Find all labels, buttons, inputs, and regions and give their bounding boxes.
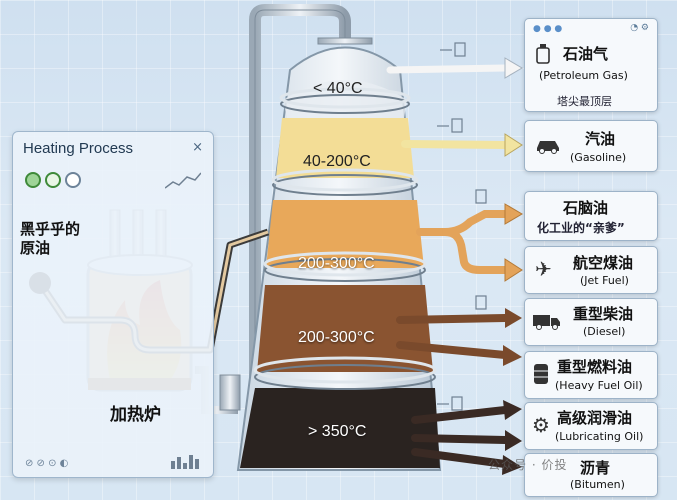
product-name-en: (Lubricating Oil) xyxy=(555,430,644,443)
refresh-icon[interactable] xyxy=(65,172,81,188)
crude-oil-label: 黑乎乎的原油 xyxy=(20,220,81,257)
product-name-zh: 重型柴油 xyxy=(573,305,634,323)
product-note: 化工业的“亲爹” xyxy=(537,221,625,235)
car-icon xyxy=(537,141,559,154)
product-name-en: (Bitumen) xyxy=(570,478,625,491)
product-name-zh: 石油气 xyxy=(563,45,609,63)
temp-label-naphtha: 200-300°C xyxy=(298,255,375,272)
product-card-heavy-fuel-oil[interactable]: 重型燃料油 (Heavy Fuel Oil) xyxy=(524,351,658,399)
product-name-zh: 航空煤油 xyxy=(573,254,634,272)
airplane-icon: ✈ xyxy=(535,257,552,281)
product-name-en: (Diesel) xyxy=(583,325,626,338)
product-card-jet-fuel[interactable]: ✈ 航空煤油 (Jet Fuel) xyxy=(524,246,658,294)
close-icon[interactable]: × xyxy=(192,140,203,155)
fuel-drum-icon xyxy=(534,364,548,384)
product-card-naphtha[interactable]: 石脑油 化工业的“亲爹” xyxy=(524,191,658,241)
gear-icon: ⚙ xyxy=(532,413,550,437)
product-name-zh: 石脑油 xyxy=(563,199,609,217)
temp-label-bitumen: > 350°C xyxy=(308,423,367,440)
furnace-label: 加热炉 xyxy=(110,405,161,425)
watermark: 公众号 · 价投 xyxy=(488,458,568,472)
panel-footer-controls: ⊘ ⊘ ⊙ ◐ xyxy=(25,458,69,469)
product-name-en: (Jet Fuel) xyxy=(580,274,629,287)
gas-canister-icon xyxy=(536,44,550,64)
product-name-zh: 汽油 xyxy=(585,130,616,148)
product-name-zh: 高级润滑油 xyxy=(557,409,633,427)
product-name-zh: 沥青 xyxy=(580,459,611,477)
window-controls-icon: ◔ ⚙ xyxy=(630,23,649,33)
product-card-gasoline[interactable]: 汽油 (Gasoline) xyxy=(524,120,658,172)
product-note: 塔尖最顶层 xyxy=(557,95,612,108)
document-icons xyxy=(437,42,487,411)
product-card-petroleum-gas[interactable]: ● ● ● ◔ ⚙ 石油气 (Petroleum Gas) 塔尖最顶层 xyxy=(524,18,658,112)
product-card-diesel[interactable]: 重型柴油 (Diesel) xyxy=(524,298,658,346)
product-name-zh: 重型燃料油 xyxy=(557,358,633,376)
window-dots-icon: ● ● ● xyxy=(533,24,563,34)
product-name-en: (Gasoline) xyxy=(570,151,627,164)
distillation-tower xyxy=(236,37,442,471)
temp-label-gasoline: 40-200°C xyxy=(303,153,371,170)
temp-label-gas: < 40°C xyxy=(313,80,363,97)
product-name-en: (Petroleum Gas) xyxy=(539,69,628,82)
panel-title: Heating Process xyxy=(23,140,134,157)
product-card-bitumen[interactable]: 沥青 (Bitumen) xyxy=(524,453,658,497)
toggle-on-icon[interactable] xyxy=(25,172,41,188)
heating-process-panel: Heating Process × ⊘ ⊘ ⊙ ◐ xyxy=(12,131,214,478)
toggle-icon[interactable] xyxy=(45,172,61,188)
temp-label-diesel: 200-300°C xyxy=(298,329,375,346)
trend-chart-icon xyxy=(165,172,201,189)
bar-chart-icon xyxy=(171,455,199,469)
product-name-en: (Heavy Fuel Oil) xyxy=(555,379,643,392)
product-card-lubricating-oil[interactable]: ⚙ 高级润滑油 (Lubricating Oil) xyxy=(524,402,658,450)
truck-icon xyxy=(533,315,560,330)
product-arrows xyxy=(386,57,523,475)
